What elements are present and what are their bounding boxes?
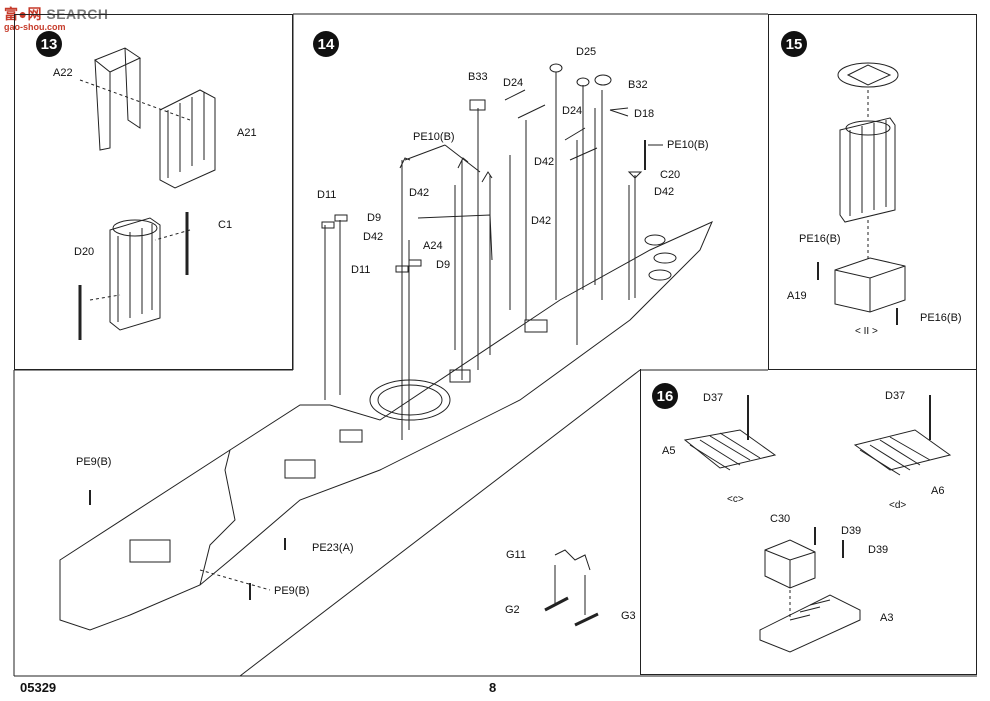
part-label-b32: B32 (628, 79, 648, 91)
part-label-d42: D42 (534, 156, 555, 168)
part-label-a19: A19 (787, 290, 807, 302)
part-label-c1: C1 (218, 219, 233, 231)
part-label-a3: A3 (880, 612, 894, 624)
part-label-a24: A24 (423, 240, 443, 252)
subassembly-tag-c: <c> (727, 494, 744, 505)
part-label-a21: A21 (237, 127, 257, 139)
part-label-pe16b: PE16(B) (920, 312, 962, 324)
part-label-a6: A6 (931, 485, 945, 497)
step-16-art (683, 395, 952, 653)
hull-small-parts (89, 490, 286, 600)
part-label-a22: A22 (53, 67, 73, 79)
part-label-g2: G2 (505, 604, 520, 616)
subassembly-tag-d: <d> (889, 500, 907, 511)
part-label-pe16b: PE16(B) (799, 233, 841, 245)
part-label-g3: G3 (621, 610, 636, 622)
part-label-c30: C30 (770, 513, 791, 525)
page-number: 8 (489, 680, 497, 695)
part-label-pe9b-top: PE9(B) (76, 456, 112, 468)
part-label-d42: D42 (531, 215, 552, 227)
part-label-d18: D18 (634, 108, 655, 120)
part-label-a5: A5 (662, 445, 676, 457)
subassembly-tag-ii: < II > (855, 326, 878, 337)
part-label-d11: D11 (351, 264, 371, 276)
part-label-pe23a: PE23(A) (312, 542, 354, 554)
step-13-art (78, 47, 216, 340)
part-label-pe9b-bottom: PE9(B) (274, 585, 310, 597)
step-15-art (817, 62, 906, 325)
step-13-number: 13 (36, 31, 62, 57)
part-label-d42: D42 (409, 187, 430, 199)
part-label-d39: D39 (841, 525, 862, 537)
part-label-d37: D37 (885, 390, 906, 402)
part-label-d9: D9 (436, 259, 451, 271)
part-label-c20: C20 (660, 169, 681, 181)
step-16-panel (640, 369, 977, 675)
part-label-b33: B33 (468, 71, 488, 83)
part-label-d25: D25 (576, 46, 597, 58)
mast-pins (321, 63, 663, 440)
part-label-pe10b: PE10(B) (413, 131, 455, 143)
part-label-d24: D24 (503, 77, 524, 89)
part-label-d9: D9 (367, 212, 382, 224)
step-15-number: 15 (781, 31, 807, 57)
part-label-pe10b: PE10(B) (667, 139, 709, 151)
part-label-d39: D39 (868, 544, 889, 556)
product-code: 05329 (20, 680, 57, 695)
part-label-d42: D42 (654, 186, 675, 198)
watermark-url: gao-shou.com (4, 22, 66, 32)
part-label-d24: D24 (562, 105, 583, 117)
g-parts (544, 549, 599, 627)
part-label-d11: D11 (317, 189, 337, 201)
hull-outline (59, 221, 713, 631)
step-14-number: 14 (313, 31, 339, 57)
step-15-panel (768, 14, 977, 370)
step-16-number: 16 (652, 383, 678, 409)
part-label-g11: G11 (506, 549, 526, 561)
part-label-d20: D20 (74, 246, 95, 258)
part-label-d37: D37 (703, 392, 724, 404)
part-label-d42: D42 (363, 231, 384, 243)
